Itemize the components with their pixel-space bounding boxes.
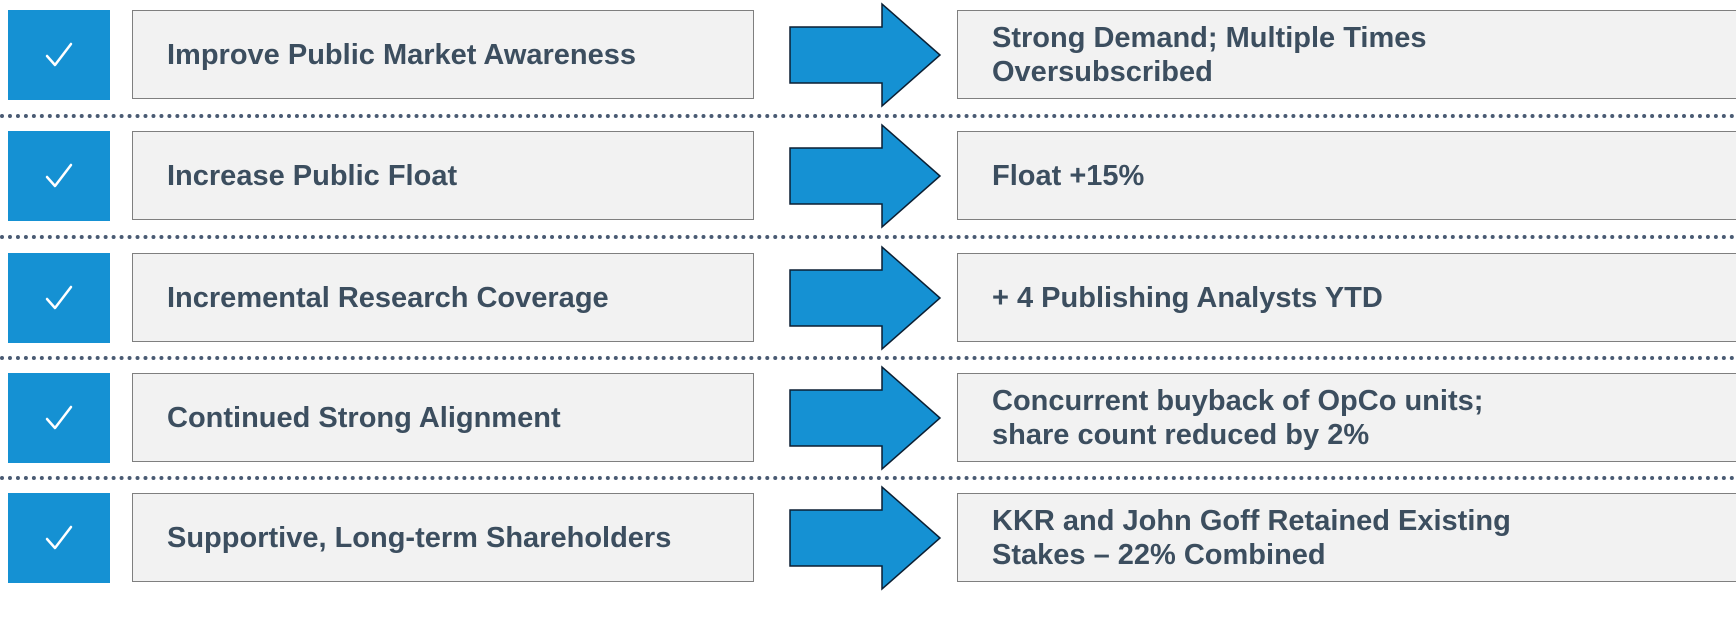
- outcome-box: Concurrent buyback of OpCo units;share c…: [957, 373, 1736, 462]
- objective-box: Continued Strong Alignment: [132, 373, 754, 462]
- checkmark-box: [8, 253, 110, 343]
- dotted-divider: [0, 356, 1736, 360]
- dotted-divider: [0, 114, 1736, 118]
- checkmark-icon: [45, 285, 73, 310]
- checkmark-icon: [45, 405, 73, 430]
- checkmark-box: [8, 131, 110, 221]
- outcome-box: Float +15%: [957, 131, 1736, 220]
- objective-box: Improve Public Market Awareness: [132, 10, 754, 99]
- checkmark-icon: [45, 525, 73, 550]
- dotted-divider: [0, 235, 1736, 239]
- objective-box: Supportive, Long-term Shareholders: [132, 493, 754, 582]
- objective-label: Improve Public Market Awareness: [167, 38, 637, 71]
- checkmark-icon: [45, 163, 73, 188]
- outcome-label: Concurrent buyback of OpCo units;share c…: [992, 384, 1484, 451]
- checkmark-icon: [45, 42, 73, 67]
- objective-box: Incremental Research Coverage: [132, 253, 754, 342]
- right-arrow-icon: [789, 485, 942, 591]
- objective-label: Supportive, Long-term Shareholders: [167, 521, 672, 554]
- outcome-label: Float +15%: [992, 159, 1145, 192]
- right-arrow-icon: [789, 123, 942, 229]
- objective-label: Continued Strong Alignment: [167, 401, 561, 434]
- right-arrow-icon: [789, 2, 942, 108]
- dotted-divider: [0, 476, 1736, 480]
- objective-box: Increase Public Float: [132, 131, 754, 220]
- right-arrow-icon: [789, 365, 942, 471]
- outcome-box: + 4 Publishing Analysts YTD: [957, 253, 1736, 342]
- checkmark-box: [8, 373, 110, 463]
- outcome-label: + 4 Publishing Analysts YTD: [992, 281, 1383, 314]
- checkmark-box: [8, 10, 110, 100]
- right-arrow-icon: [789, 245, 942, 351]
- objective-label: Increase Public Float: [167, 159, 458, 192]
- checkmark-box: [8, 493, 110, 583]
- objective-label: Incremental Research Coverage: [167, 281, 609, 314]
